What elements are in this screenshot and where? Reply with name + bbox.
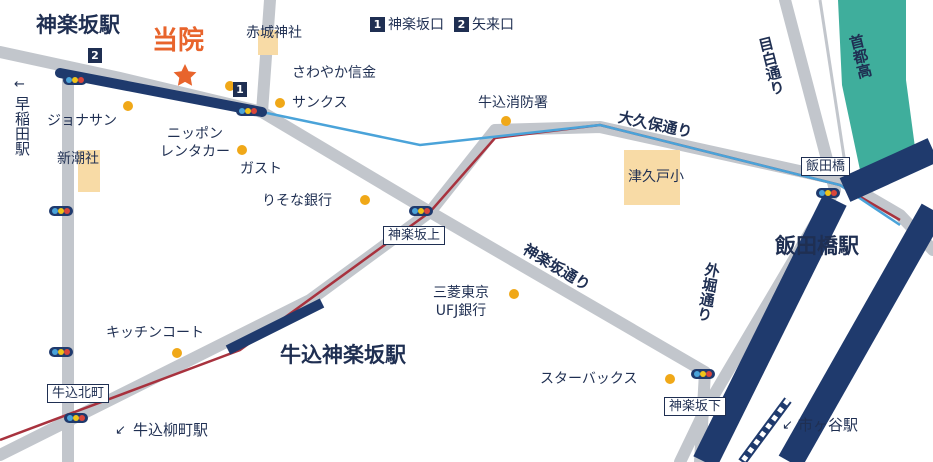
current-location-star-icon bbox=[173, 64, 197, 86]
poi-dot-icon bbox=[237, 145, 247, 155]
landmark-resona-bank: りそな銀行 bbox=[262, 193, 332, 209]
landmark-gusto: ガスト bbox=[240, 161, 282, 177]
road-akagi bbox=[256, 0, 276, 118]
station-ushigome-yanagicho: 牛込柳町駅 bbox=[133, 421, 209, 439]
landmark-tsukudo-school: 津久戸小 bbox=[628, 169, 684, 185]
exit-legend: 1 神楽坂口 2 矢来口 bbox=[370, 14, 514, 34]
landmark-mufg-bank: 三菱東京 UFJ銀行 bbox=[433, 285, 489, 319]
road-sotobori-south bbox=[674, 404, 711, 462]
intersection-kagurazakaue: 神楽坂上 bbox=[383, 226, 446, 245]
poi-dot-icon bbox=[123, 101, 133, 111]
oedo-ushigome-platform bbox=[225, 298, 325, 355]
traffic-signal-icon bbox=[64, 413, 88, 423]
tsukudo-school-building bbox=[624, 150, 680, 205]
direction-arrow-waseda: ← bbox=[14, 77, 25, 92]
intersection-iidabashi: 飯田橋 bbox=[801, 157, 851, 176]
legend-exit-2-number: 2 bbox=[454, 16, 469, 32]
direction-arrow-ichigaya: ↙ bbox=[782, 418, 793, 433]
traffic-signals bbox=[49, 75, 840, 423]
poi-dot-icon bbox=[509, 289, 519, 299]
poi-dot-icon bbox=[225, 81, 235, 91]
station-iidabashi: 飯田橋駅 bbox=[775, 234, 859, 258]
poi-dot-icon bbox=[501, 116, 511, 126]
poi-dots bbox=[123, 81, 675, 384]
landmark-jonathan: ジョナサン bbox=[47, 113, 117, 129]
poi-dot-icon bbox=[360, 195, 370, 205]
traffic-signal-icon bbox=[63, 75, 87, 85]
legend-exit-1-label: 神楽坂口 bbox=[388, 17, 444, 33]
expressway-edge bbox=[818, 0, 848, 171]
landmark-shinchosha: 新潮社 bbox=[57, 151, 99, 167]
station-ushigome-kagurazaka: 牛込神楽坂駅 bbox=[280, 343, 406, 367]
road-okubo-dori bbox=[424, 121, 933, 256]
landmark-starbucks: スターバックス bbox=[540, 371, 638, 387]
shutoko-expressway bbox=[838, 0, 918, 170]
tozai-kagurazaka-platform bbox=[55, 68, 267, 117]
legend-exit-2-label: 矢来口 bbox=[472, 17, 514, 33]
landmark-akagi-shrine: 赤城神社 bbox=[246, 25, 302, 41]
jr-railway bbox=[738, 397, 792, 462]
intersection-kagurazakashita: 神楽坂下 bbox=[664, 397, 727, 416]
traffic-signal-icon bbox=[49, 347, 73, 357]
exit-1-badge: 1 bbox=[233, 82, 247, 97]
traffic-signal-icon bbox=[236, 106, 260, 116]
landmark-nippon-rentacar: ニッポン レンタカー bbox=[160, 126, 230, 160]
legend-exit-1-number: 1 bbox=[370, 16, 385, 32]
traffic-signal-icon bbox=[409, 206, 433, 216]
station-waseda: 早稲田駅 bbox=[13, 96, 31, 156]
intersection-ushigome-kitamachi: 牛込北町 bbox=[47, 384, 110, 403]
traffic-signal-icon bbox=[691, 369, 715, 379]
landmark-kitchen-court: キッチンコート bbox=[106, 325, 204, 341]
tozai-line bbox=[261, 110, 901, 227]
landmark-sunkus: サンクス bbox=[292, 95, 348, 111]
poi-dot-icon bbox=[275, 98, 285, 108]
landmark-fire-station: 牛込消防署 bbox=[478, 95, 548, 111]
current-location-label: 当院 bbox=[152, 26, 205, 56]
direction-arrow-ushigome-yanagicho: ↙ bbox=[115, 423, 126, 438]
exit-2-badge: 2 bbox=[88, 48, 102, 63]
landmark-sawayaka-shinkin: さわやか信金 bbox=[292, 65, 376, 81]
poi-dot-icon bbox=[665, 374, 675, 384]
station-kagurazaka: 神楽坂駅 bbox=[36, 13, 120, 37]
traffic-signal-icon bbox=[49, 206, 73, 216]
akagi-shrine-building bbox=[258, 30, 278, 55]
shinchosha-building bbox=[78, 150, 100, 192]
traffic-signal-icon bbox=[816, 188, 840, 198]
poi-dot-icon bbox=[172, 348, 182, 358]
station-ichigaya: 市ヶ谷駅 bbox=[798, 416, 859, 434]
road-waseda-dori bbox=[0, 46, 711, 462]
iidabashi-subway-lines bbox=[693, 138, 933, 462]
